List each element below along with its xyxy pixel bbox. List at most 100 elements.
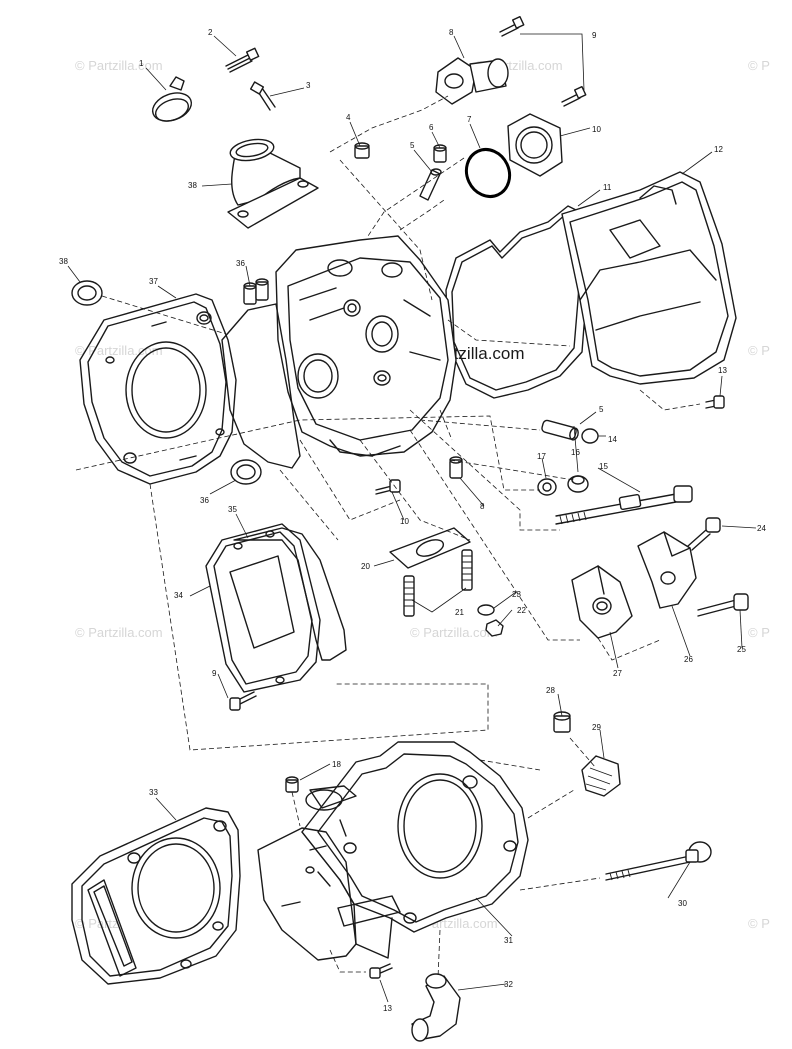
- part-guide-5: [419, 168, 442, 201]
- part-o-ring: [464, 148, 512, 198]
- part-fitting-29: [581, 755, 621, 797]
- callout-19: 10: [400, 517, 409, 526]
- callout-12: 12: [714, 145, 723, 154]
- callout-38-left: 38: [59, 257, 68, 266]
- callout-5: 5: [599, 405, 604, 414]
- callout-14: 14: [608, 435, 617, 444]
- part-manifold-gasket: [389, 527, 471, 569]
- part-elbow-32: [411, 973, 461, 1042]
- part-bolt-9-top: [499, 15, 525, 37]
- callout-32: 32: [504, 980, 513, 989]
- part-dowel-4: [354, 142, 370, 159]
- part-bolt-24: [687, 517, 721, 551]
- part-bolt-2: [225, 47, 260, 73]
- part-outlet-fitting: [435, 57, 509, 105]
- part-bracket-27: [571, 565, 633, 639]
- watermark: © Partzilla.com: [410, 625, 498, 640]
- callout-35: 35: [228, 505, 237, 514]
- callout-5: 5: [410, 141, 415, 150]
- callout-29: 29: [592, 723, 601, 732]
- callout-6: 6: [429, 123, 434, 132]
- part-cylinder-31: [301, 741, 529, 959]
- callout-20: 20: [361, 562, 370, 571]
- callout-34: 34: [174, 591, 183, 600]
- callout-2: 2: [208, 28, 213, 37]
- callout-13: 13: [718, 366, 727, 375]
- callout-9: 9: [592, 31, 597, 40]
- part-bolt-15: [555, 485, 693, 525]
- callout-1: 1: [139, 59, 144, 68]
- watermark: © P: [748, 343, 770, 358]
- part-hose-clamp: [151, 76, 193, 122]
- callout-23: 23: [512, 590, 521, 599]
- callout-17: 17: [537, 452, 546, 461]
- part-side-cover-gasket-35: [233, 527, 347, 661]
- part-head-gasket-middle: [221, 303, 301, 469]
- callout-8: 8: [449, 28, 454, 37]
- part-guide-5-right: [541, 419, 579, 441]
- callout-15: 15: [599, 462, 608, 471]
- part-plug-16: [567, 475, 589, 493]
- callout-labels: 1 2 3 4 5 6 7 8 9 10 11 12 13 5 14 15 16…: [59, 28, 766, 1013]
- part-washer-17: [537, 478, 557, 496]
- part-nut-22: [485, 619, 504, 637]
- callout-22: 22: [517, 606, 526, 615]
- part-bracket-26: [637, 531, 697, 609]
- part-thermostat-housing: [507, 113, 563, 177]
- callout-30: 30: [678, 899, 687, 908]
- callout-3: 3: [306, 81, 311, 90]
- callout-18: 18: [332, 760, 341, 769]
- part-bolt-13-right: [705, 395, 725, 409]
- callout-37: 37: [149, 277, 158, 286]
- part-cylinder-head: [275, 235, 457, 457]
- callout-26: 26: [684, 655, 693, 664]
- watermark: © P: [748, 916, 770, 931]
- part-bolt-30: [605, 841, 712, 881]
- callout-38: 38: [188, 181, 197, 190]
- callout-8: 8: [480, 502, 485, 511]
- part-stud-3: [249, 81, 276, 111]
- part-bolt-25: [697, 593, 749, 617]
- callout-33: 33: [149, 788, 158, 797]
- callout-21: 21: [455, 608, 464, 617]
- callout-11: 11: [603, 183, 612, 192]
- part-seal-38-left: [71, 280, 103, 306]
- part-dowel-18: [285, 776, 299, 793]
- part-pin-36-top: [243, 278, 269, 305]
- part-bolt-9-mid: [561, 85, 587, 107]
- callout-10: 10: [592, 125, 601, 134]
- part-dowel-8-mid: [449, 456, 463, 479]
- watermark: © Partzilla.com: [75, 58, 163, 73]
- callout-31: 31: [504, 936, 513, 945]
- part-bolt-19: [375, 479, 401, 495]
- part-head-gasket-37: [79, 293, 237, 485]
- callout-36: 36: [236, 259, 245, 268]
- part-nut-14: [581, 428, 599, 444]
- part-bolt-13-lower: [369, 963, 393, 979]
- part-intake-boot: [227, 138, 319, 229]
- callout-25: 25: [737, 645, 746, 654]
- part-studs-21: [403, 549, 473, 617]
- part-dowel-28: [553, 711, 571, 733]
- alignment-lines: [75, 95, 701, 979]
- callout-7: 7: [467, 115, 472, 124]
- watermark: © P: [748, 625, 770, 640]
- part-side-cover-34: [205, 523, 321, 693]
- part-seal-36-lower: [230, 459, 262, 485]
- callout-16: 16: [571, 448, 580, 457]
- callout-27: 27: [613, 669, 622, 678]
- part-valve-cover: [561, 171, 737, 385]
- part-bolt-9-lower: [229, 691, 257, 711]
- callout-4: 4: [346, 113, 351, 122]
- callout-24: 24: [757, 524, 766, 533]
- watermark: © Partzilla.com: [75, 625, 163, 640]
- callout-28: 28: [546, 686, 555, 695]
- part-washer-23: [477, 604, 495, 616]
- callout-9-lower: 9: [212, 669, 217, 678]
- callout-13-lower: 13: [383, 1004, 392, 1013]
- part-valve-cover-gasket-inner: [451, 213, 583, 391]
- watermark: © P: [748, 58, 770, 73]
- leader-lines: [67, 33, 757, 1003]
- part-base-gasket-33: [71, 807, 241, 985]
